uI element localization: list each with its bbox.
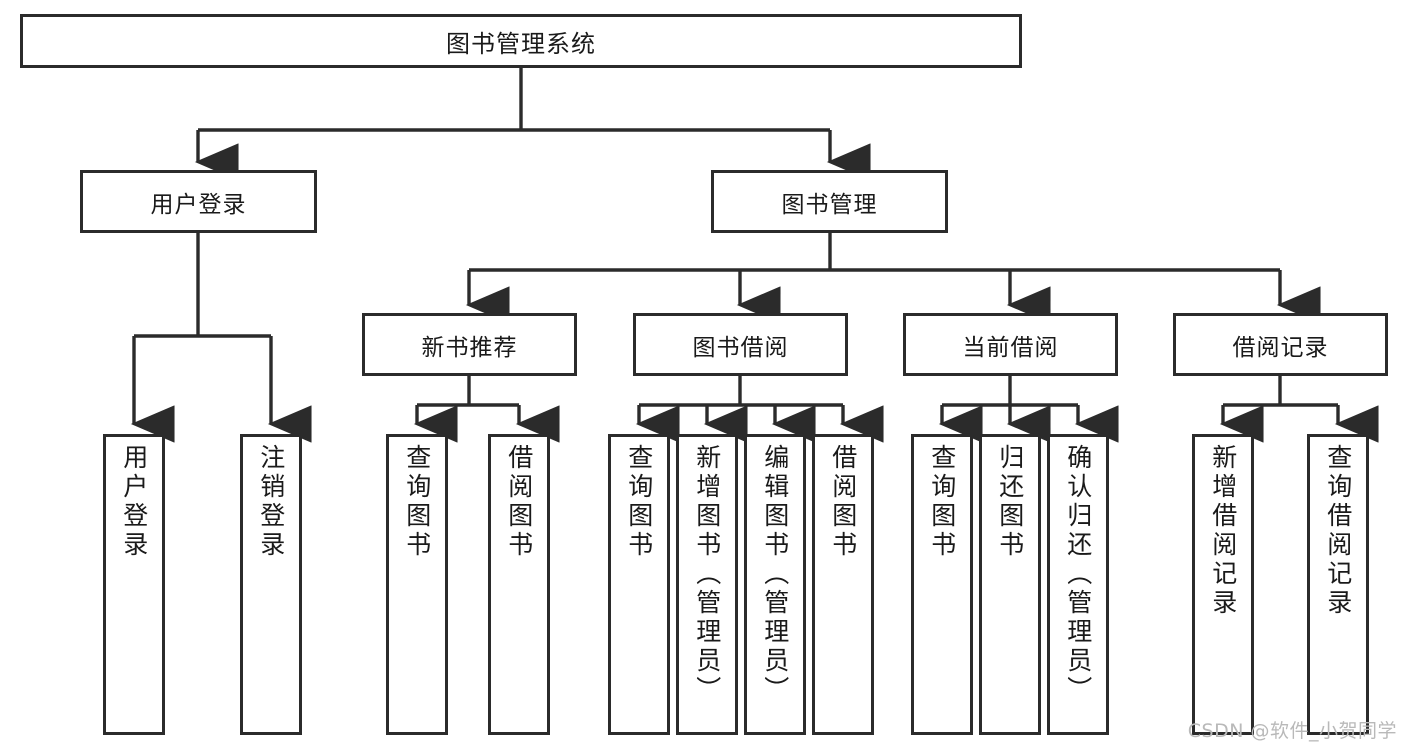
leaf-label: 查询图书 bbox=[624, 444, 654, 560]
leaf-current-confirm-return[interactable]: 确认归还（管理员） bbox=[1047, 434, 1109, 735]
leaf-borrow-borrow-book[interactable]: 借阅图书 bbox=[812, 434, 874, 735]
node-label: 图书管理系统 bbox=[446, 29, 596, 58]
leaf-label: 确认归还（管理员） bbox=[1063, 444, 1093, 705]
node-label: 当前借阅 bbox=[962, 334, 1059, 361]
leaf-user-login-signout[interactable]: 注销登录 bbox=[240, 434, 302, 735]
leaf-label: 新增借阅记录 bbox=[1208, 444, 1238, 618]
node-new-book-recommend[interactable]: 新书推荐 bbox=[362, 313, 577, 376]
leaf-label: 注销登录 bbox=[256, 444, 286, 560]
leaf-user-login-signin[interactable]: 用户登录 bbox=[103, 434, 165, 735]
node-label: 借阅记录 bbox=[1232, 334, 1329, 361]
node-book-management[interactable]: 图书管理 bbox=[711, 170, 948, 233]
leaf-record-add[interactable]: 新增借阅记录 bbox=[1192, 434, 1254, 735]
leaf-label: 归还图书 bbox=[995, 444, 1025, 560]
leaf-borrow-add-book[interactable]: 新增图书（管理员） bbox=[676, 434, 738, 735]
node-label: 用户登录 bbox=[150, 191, 247, 218]
leaf-new-book-query[interactable]: 查询图书 bbox=[386, 434, 448, 735]
leaf-new-book-borrow[interactable]: 借阅图书 bbox=[488, 434, 550, 735]
leaf-label: 用户登录 bbox=[119, 444, 149, 560]
leaf-borrow-query-book[interactable]: 查询图书 bbox=[608, 434, 670, 735]
node-borrow-record[interactable]: 借阅记录 bbox=[1173, 313, 1388, 376]
leaf-label: 查询图书 bbox=[402, 444, 432, 560]
leaf-label: 新增图书（管理员） bbox=[692, 444, 722, 705]
node-book-borrow[interactable]: 图书借阅 bbox=[633, 313, 848, 376]
leaf-current-query-book[interactable]: 查询图书 bbox=[911, 434, 973, 735]
watermark-text: CSDN @软件_小贺同学 bbox=[1187, 720, 1397, 742]
node-label: 图书借阅 bbox=[692, 334, 789, 361]
leaf-borrow-edit-book[interactable]: 编辑图书（管理员） bbox=[744, 434, 806, 735]
node-label: 新书推荐 bbox=[421, 334, 518, 361]
node-user-login[interactable]: 用户登录 bbox=[80, 170, 317, 233]
leaf-current-return-book[interactable]: 归还图书 bbox=[979, 434, 1041, 735]
node-label: 图书管理 bbox=[781, 191, 878, 218]
leaf-label: 借阅图书 bbox=[504, 444, 534, 560]
leaf-label: 编辑图书（管理员） bbox=[760, 444, 790, 705]
node-current-borrow[interactable]: 当前借阅 bbox=[903, 313, 1118, 376]
leaf-label: 查询图书 bbox=[927, 444, 957, 560]
leaf-label: 借阅图书 bbox=[828, 444, 858, 560]
leaf-label: 查询借阅记录 bbox=[1323, 444, 1353, 618]
node-root-system[interactable]: 图书管理系统 bbox=[20, 14, 1022, 68]
leaf-record-query[interactable]: 查询借阅记录 bbox=[1307, 434, 1369, 735]
